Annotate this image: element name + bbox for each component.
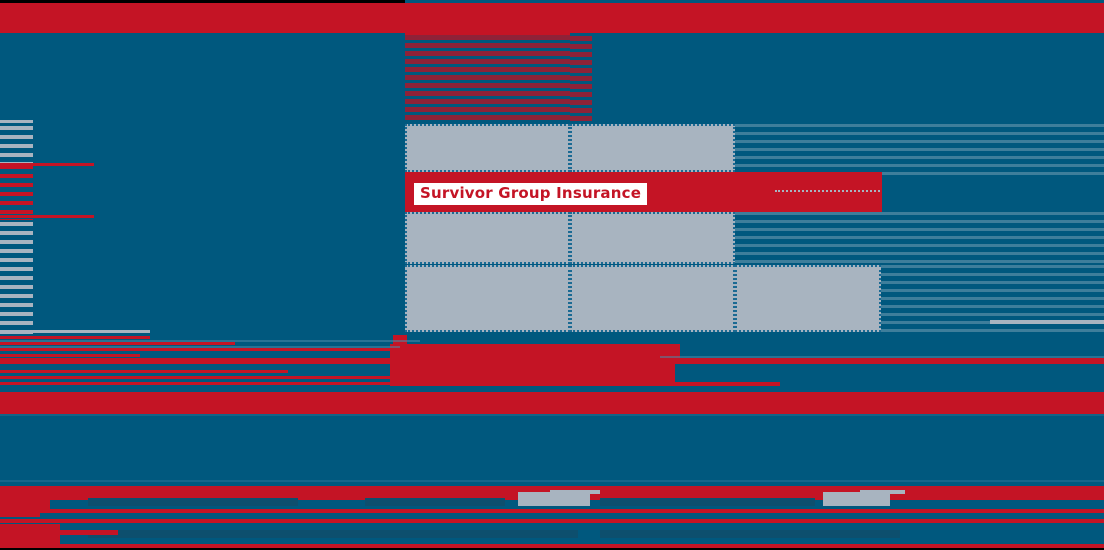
right-scanline-block-upper xyxy=(735,124,1104,180)
corruption-block-c xyxy=(390,364,675,386)
hairline-2 xyxy=(0,346,400,348)
bottom-edge-strip xyxy=(0,548,1104,550)
cell-r1c1[interactable] xyxy=(405,124,570,172)
cell-r3c2[interactable] xyxy=(570,265,735,332)
bottom-red-marker-left-2 xyxy=(30,487,50,513)
left-rail-stripes-red xyxy=(0,165,33,220)
survivor-group-insurance-label: Survivor Group Insurance xyxy=(414,183,648,206)
bottom-text-line-5 xyxy=(600,530,900,538)
cell-r2c2[interactable] xyxy=(570,212,735,264)
cell-r3c3[interactable] xyxy=(735,265,881,332)
bottom-red-rule-5 xyxy=(0,544,1104,548)
bottom-text-line-3 xyxy=(600,498,815,506)
corruption-band-1 xyxy=(0,336,150,339)
red-cut-band-dotted-rule xyxy=(775,190,880,192)
corruption-band-8 xyxy=(0,382,680,385)
bottom-red-rule-4 xyxy=(0,530,118,535)
label-leader-tick xyxy=(405,193,415,195)
right-scanline-block-mid xyxy=(735,212,1104,264)
corruption-band-7 xyxy=(0,376,390,379)
corruption-band-3 xyxy=(0,348,390,351)
bottom-text-line-1 xyxy=(88,498,298,506)
left-rail-red-extension-1 xyxy=(0,163,94,166)
bottom-text-line-4 xyxy=(88,530,578,538)
corruption-block-b xyxy=(660,358,790,364)
corruption-band-6 xyxy=(0,370,288,373)
bottom-gray-chip-2 xyxy=(823,492,890,506)
hairline-5 xyxy=(0,480,1104,482)
hairline-1 xyxy=(0,340,420,342)
upper-stripe-block xyxy=(405,35,570,123)
top-edge-strip xyxy=(0,0,405,4)
left-rail-cap-top xyxy=(0,120,33,123)
upper-stripe-block-right xyxy=(570,36,592,124)
top-red-bar xyxy=(0,3,1104,34)
corruption-band-gray-top xyxy=(0,330,150,333)
cell-grid xyxy=(405,124,881,332)
corruption-band-2 xyxy=(0,342,235,345)
bottom-red-rule-2 xyxy=(0,509,1104,513)
corruption-block-a xyxy=(390,344,680,360)
hairline-4 xyxy=(0,414,1104,416)
bottom-gray-chip-1 xyxy=(518,492,590,506)
cell-r2c1[interactable] xyxy=(405,212,570,264)
left-rail-red-extension-2 xyxy=(0,215,94,218)
corruption-band-gray-right xyxy=(990,320,1104,324)
corruption-band-5 xyxy=(0,358,1104,364)
corruption-block-d xyxy=(675,382,780,386)
corruption-band-4 xyxy=(0,354,140,357)
bottom-red-rule-3 xyxy=(0,519,1104,523)
cell-r3c1[interactable] xyxy=(405,265,570,332)
bottom-text-line-2 xyxy=(365,498,505,506)
cell-r1c2[interactable] xyxy=(570,124,735,172)
corruption-band-major xyxy=(0,392,1104,414)
hairline-3 xyxy=(660,356,1104,358)
left-rail-stripes-lower xyxy=(0,222,33,336)
red-cut-band-right xyxy=(735,172,882,212)
